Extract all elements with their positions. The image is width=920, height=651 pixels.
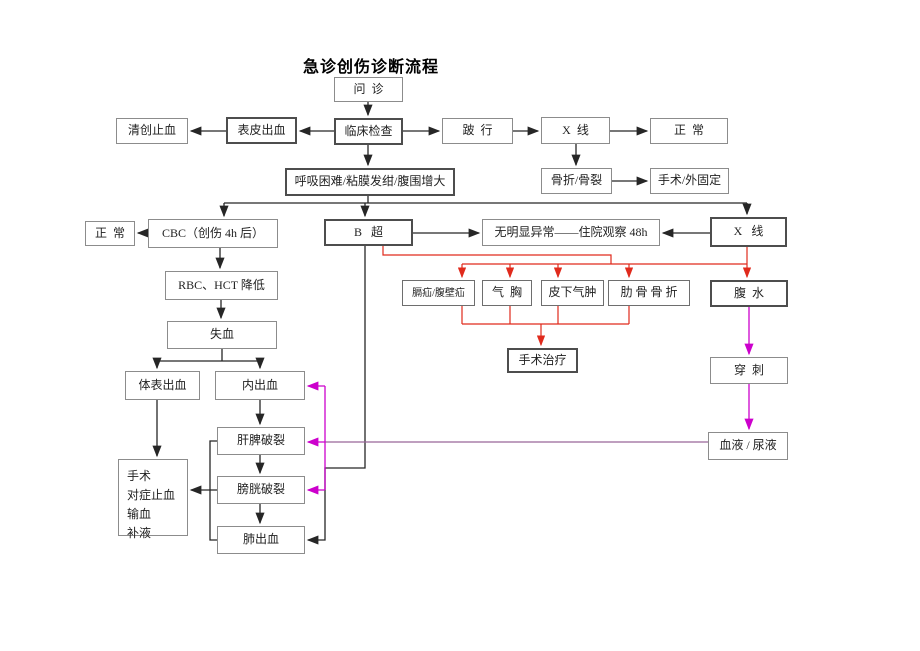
treatment-line-fluids: 补液: [127, 526, 152, 540]
node-surface-bleeding: 体表出血: [125, 371, 200, 400]
edge-huxi-split: [224, 196, 747, 204]
node-xray-top: X 线: [541, 117, 610, 144]
node-pneumothorax: 气 胸: [482, 280, 532, 306]
node-normal-top: 正 常: [650, 118, 728, 144]
node-blood-loss: 失血: [167, 321, 277, 349]
edge-red-bchao-bus: [382, 246, 612, 264]
page-title: 急诊创伤诊断流程: [303, 59, 440, 76]
node-rbc-hct-decrease: RBC、HCT 降低: [165, 271, 278, 300]
node-lung-bleeding: 肺出血: [217, 526, 305, 554]
node-hernia: 膈疝/腹壁疝: [402, 280, 475, 306]
node-epidermal-bleeding: 表皮出血: [226, 117, 297, 144]
node-liver-spleen-rupture: 肝脾破裂: [217, 427, 305, 455]
treatment-line-hemostasis: 对症止血: [127, 488, 176, 502]
node-clinical-exam: 临床检查: [334, 118, 403, 145]
node-surgical-treatment: 手术治疗: [507, 348, 578, 373]
node-debridement-hemostasis: 清创止血: [116, 118, 188, 144]
node-internal-bleeding: 内出血: [215, 371, 305, 400]
node-cbc: CBC（创伤 4h 后）: [148, 219, 278, 248]
treatment-line-surgery: 手术: [127, 469, 152, 483]
node-fracture: 骨折/骨裂: [541, 168, 612, 194]
treatment-line-transfusion: 输血: [127, 507, 152, 521]
node-puncture: 穿 刺: [710, 357, 788, 384]
edge-shixue-split: [157, 349, 260, 362]
edge-red-merge: [461, 306, 630, 325]
node-ascites: 腹 水: [710, 280, 788, 307]
node-rib-fracture: 肋 骨 骨 折: [608, 280, 690, 306]
node-limping: 跛 行: [442, 118, 513, 144]
node-treatment-measures: 手术 对症止血 输血 补液: [118, 459, 188, 540]
node-inquiry: 问 诊: [334, 77, 403, 102]
node-dyspnea-cyanosis-distension: 呼吸困难/粘膜发绀/腹围增大: [285, 168, 455, 196]
node-normal-left: 正 常: [85, 221, 135, 246]
node-subcutaneous-emphysema: 皮下气肿: [541, 280, 604, 306]
edge-bchao-feichuxue: [306, 246, 366, 545]
node-xray-right: X 线: [710, 217, 787, 247]
node-b-ultrasound: B 超: [324, 219, 413, 246]
node-bladder-rupture: 膀胱破裂: [217, 476, 305, 504]
node-surgery-external-fixation: 手术/外固定: [650, 168, 729, 194]
node-blood-urine: 血液 / 尿液: [708, 432, 788, 460]
node-observation-48h: 无明显异常——住院观察 48h: [482, 219, 660, 246]
